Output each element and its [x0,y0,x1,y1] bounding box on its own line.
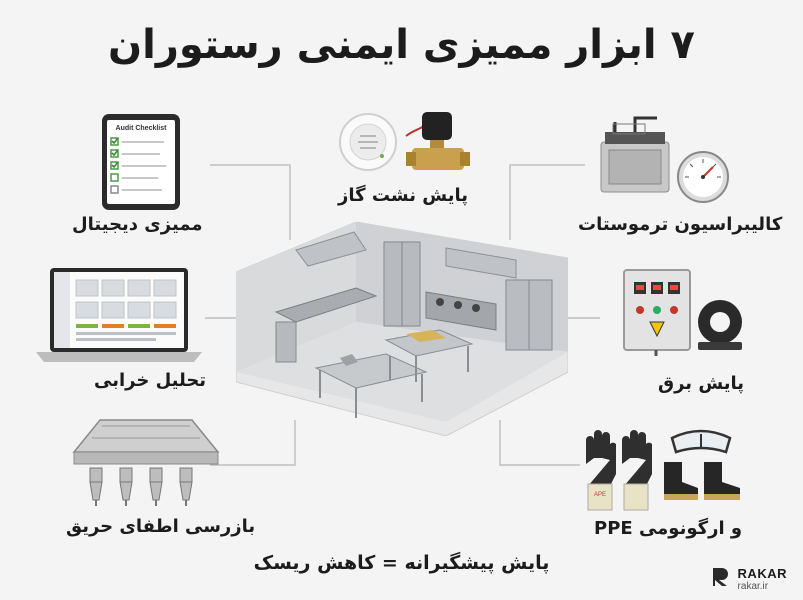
thermostat-calibration-label: کالیبراسیون ترموستات [578,214,783,235]
safety-gloves-icon: APE [580,428,658,516]
fire-suppression-label: بازرسی اطفای حریق [66,516,256,537]
rakar-logo [710,566,732,592]
exhaust-hood-icon [72,418,220,472]
fire-nozzles-icon [86,466,206,514]
footer-tagline: پایش پیشگیرانه = کاهش ریسک [253,552,550,574]
gas-sensor-icon [338,112,398,176]
kitchen-illustration [235,221,569,440]
safety-boots-icon [660,458,744,506]
failure-analysis-label: تحلیل خرابی [94,370,207,391]
gas-leak-label: پایش نشت گاز [338,185,468,206]
thermometer-gauge-icon [676,150,730,208]
audit-checklist-title: Audit Checklist [116,125,168,132]
gas-valve-icon [404,108,474,184]
fryer-icon [595,112,675,201]
safety-goggles-icon [668,424,734,462]
page-title: ۷ ابزار ممیزی ایمنی رستوران [108,22,695,68]
power-monitoring-label: پایش برق [658,373,745,394]
brand-url: rakar.ir [737,580,769,592]
glove-tag: APE [594,492,606,498]
digital-audit-label: ممیزی دیجیتال [72,214,203,235]
ppe-ergonomics-label: PPE و ارگونومی [594,518,743,539]
brand-name: RAKAR [737,565,787,581]
electrical-panel-icon [622,268,692,360]
brand-block: RAKAR rakar.ir [710,566,787,592]
audit-tablet-icon: Audit Checklist [100,112,182,216]
laptop-dashboard-icon [36,266,202,368]
current-sensor-icon [694,296,746,358]
